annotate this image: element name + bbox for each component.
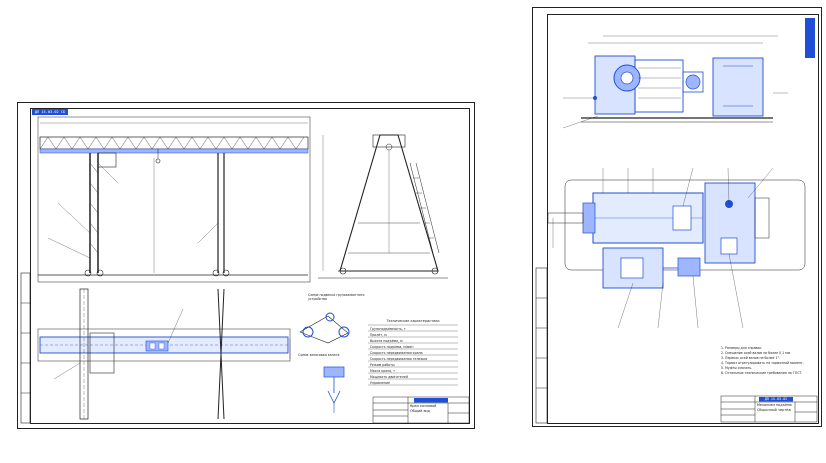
spec-title: Технические характеристики [386, 319, 440, 323]
spec-row: Скорость передвижения крана [370, 351, 423, 355]
title-block-sub-left: Общий вид [410, 409, 430, 413]
note-item: 5. Муфты смазать. [721, 366, 753, 370]
note-item: 6. Остальные технические требования по Г… [721, 371, 803, 375]
scheme-note-rope: Схема запасовки каната [298, 353, 340, 357]
title-block-sub-right: Сборочный чертёж [757, 408, 792, 412]
note-item: 1. Размеры для справок. [721, 346, 763, 350]
spec-list: Грузоподъёмность, т Пролёт, м Высота подъё… [370, 326, 450, 386]
scheme-note-hook: Схема подвески грузозахватного устройств… [308, 293, 365, 301]
notes-list: 1. Размеры для справок.2. Смещение осей … [721, 346, 811, 376]
hoist-front-view [562, 35, 788, 129]
note-item: 2. Смещение осей валов не более 0,1 мм. [721, 351, 792, 355]
spec-row: Масса крана, т [370, 369, 395, 373]
spec-row: Грузоподъёмность, т [370, 327, 406, 331]
stamp-tag-left [32, 109, 68, 115]
title-block-title-left: Кран козловой [410, 404, 437, 408]
note-item: 4. Тормоз отрегулировать на тормозной мо… [721, 361, 804, 365]
spec-row: Режим работы [370, 363, 395, 367]
spec-row: Высота подъёма, м [370, 339, 403, 343]
stamp-code-right: ДП 15.03.02 [764, 397, 788, 401]
front-view [37, 116, 311, 283]
note-item: 3. Перекос осей валов не более 1°. [721, 356, 781, 360]
crane-drawing [20, 109, 470, 424]
spec-row: Пролёт, м [370, 333, 387, 337]
spec-table [368, 324, 458, 386]
stamp-code-left: ДП 15.03.02 СБ [34, 110, 66, 114]
drawing-sheet-right: ДП 15.03.02 1. Размеры для справок.2. См… [532, 7, 822, 427]
side-view [318, 134, 448, 279]
title-block-title-right: Механизм подъёма [757, 403, 792, 407]
spec-row: Мощность двигателей [370, 375, 408, 379]
plan-view [37, 288, 291, 420]
title-block-right [720, 395, 818, 423]
rope-scheme [299, 312, 350, 413]
title-block-left [372, 396, 470, 424]
sheet-frame [30, 108, 470, 424]
drawing-sheet-left: ДП 15.03.02 СБ Схема подвески грузозахва… [17, 102, 475, 429]
sheet-frame [547, 14, 819, 424]
spec-row: Управление [370, 381, 390, 385]
spec-row: Скорость подъёма, м/мин [370, 345, 414, 349]
hoist-drawing [535, 18, 818, 424]
spec-row: Скорость передвижения тележки [370, 357, 428, 361]
hoist-plan-view [547, 167, 806, 329]
stamp-tag-right [805, 18, 815, 58]
